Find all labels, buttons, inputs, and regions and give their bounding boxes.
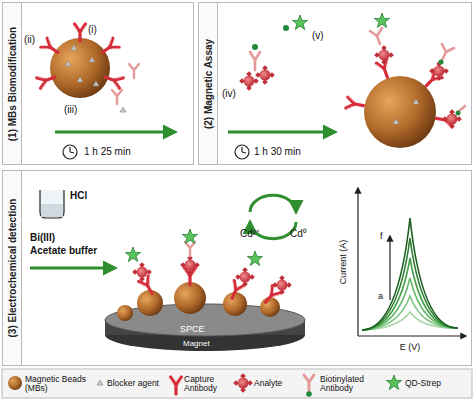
- panel-heading: (1) MBs Biomodification: [7, 26, 18, 140]
- text-label: Cd²⁺: [240, 228, 259, 239]
- text-label: (i): [88, 24, 97, 35]
- text-label: (v): [312, 30, 324, 41]
- heading-strip: (2) Magnetic Assay: [199, 3, 218, 164]
- panel-box: (1) MBs Biomodification: [2, 2, 194, 165]
- legend-text: Analyte: [254, 379, 298, 388]
- legend-text: Blocker agent: [107, 379, 162, 388]
- text-label: a: [378, 292, 383, 302]
- text-label: 1 h 30 min: [254, 146, 301, 157]
- heading-strip: (1) MBs Biomodification: [3, 3, 22, 164]
- text-label: (iv): [222, 88, 236, 99]
- text-label: Magnet: [183, 340, 210, 349]
- text-label: (iii): [64, 104, 77, 115]
- legend-text: QD-Strep: [405, 379, 465, 388]
- panel-box: (2) Magnetic Assay: [198, 2, 472, 165]
- text-label: SPCE: [180, 325, 205, 335]
- legend-text: Biotinylated Antibody: [320, 375, 382, 393]
- legend-text: Magnetic Beads (MBs): [25, 375, 87, 393]
- text-label: E (V): [400, 343, 421, 353]
- text-label: 1 h 25 min: [84, 146, 131, 157]
- legend-text: Capture Antibody: [184, 375, 232, 393]
- panel-heading: (3) Electrochemical detection: [7, 199, 18, 338]
- panel-heading: (2) Magnetic Assay: [203, 38, 214, 128]
- text-label: Acetate buffer: [30, 245, 97, 256]
- text-label: (ii): [24, 34, 35, 45]
- heading-strip: (3) Electrochemical detection: [3, 171, 22, 365]
- text-label: Bi(III): [30, 232, 55, 243]
- text-label: Current (A): [339, 240, 349, 285]
- text-label: f: [380, 232, 383, 242]
- text-label: HCl: [70, 190, 87, 201]
- text-label: Cd⁰: [290, 228, 307, 239]
